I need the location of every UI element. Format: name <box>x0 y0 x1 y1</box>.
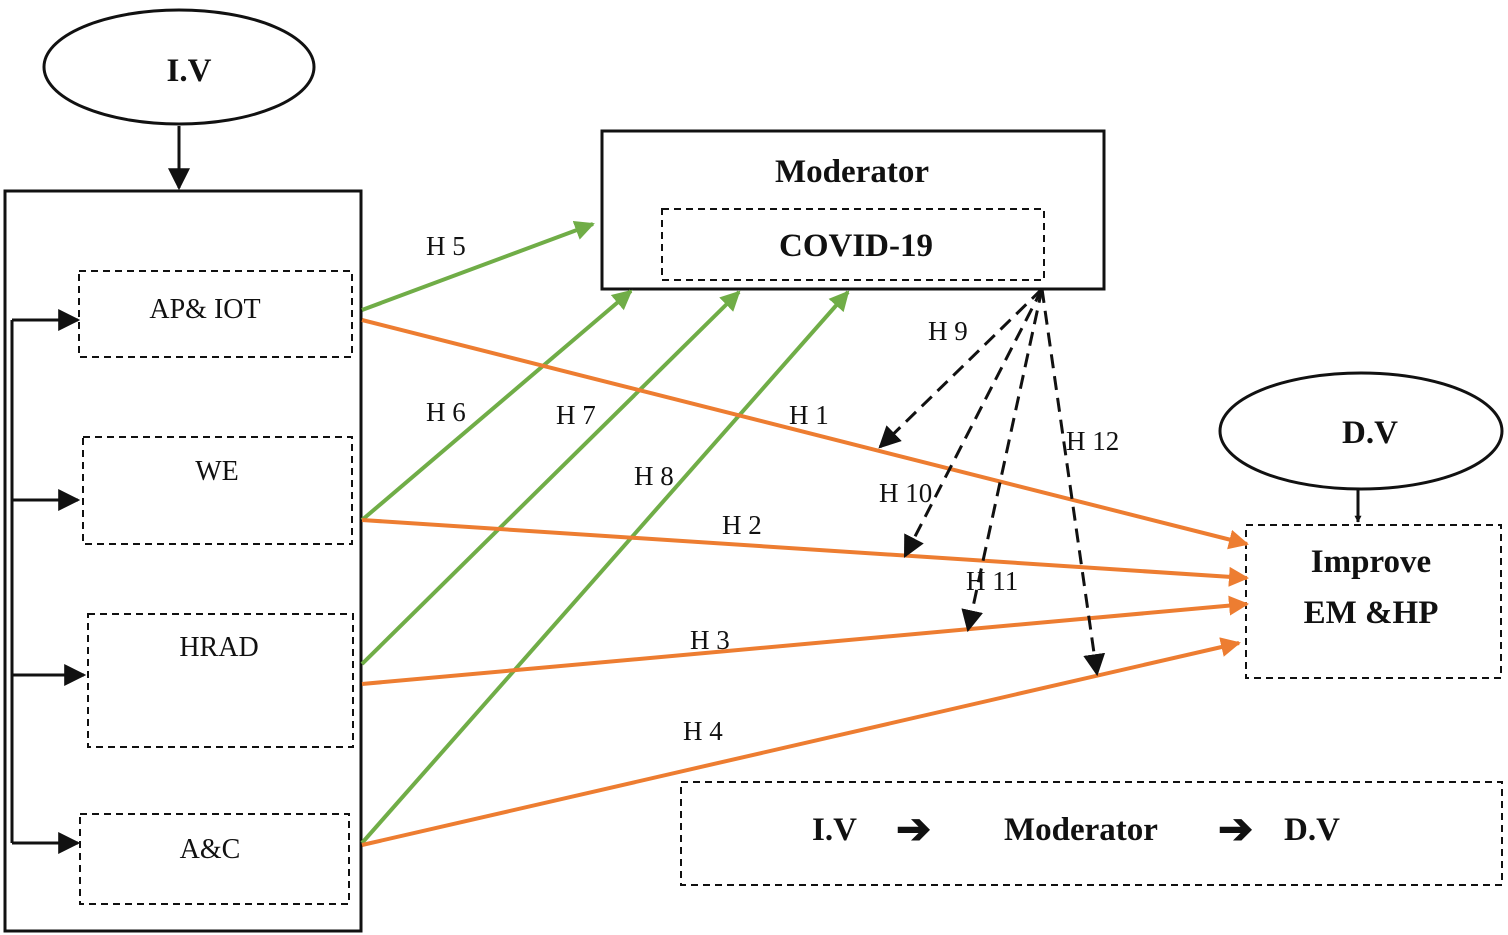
label-h5: H 5 <box>426 231 466 261</box>
label-h10: H 10 <box>879 478 932 508</box>
arrow-h7 <box>360 290 741 666</box>
legend-arrow-icon-2: ➔ <box>1218 807 1253 853</box>
direct-effect-arrows <box>361 318 1249 847</box>
legend-box <box>680 781 1503 886</box>
legend-iv: I.V <box>812 812 857 848</box>
factor-box-hrad <box>87 613 354 748</box>
factor-box-ac <box>79 813 350 905</box>
covid-box <box>661 208 1045 281</box>
factor-ac: A&C <box>79 813 350 905</box>
label-h3: H 3 <box>690 625 730 655</box>
arrow-h10 <box>903 288 1044 558</box>
factor-box-ap-iot <box>78 270 353 358</box>
factor-box-we <box>82 436 353 545</box>
label-h12: H 12 <box>1066 426 1119 456</box>
label-h2: H 2 <box>722 510 762 540</box>
covid-label: COVID-19 <box>779 228 933 264</box>
arrow-h5 <box>361 220 595 312</box>
outcome-line-2: EM &HP <box>1304 595 1439 631</box>
legend-dv: D.V <box>1284 812 1340 848</box>
moderator-title: Moderator <box>775 154 929 190</box>
legend-moderator: Moderator <box>1004 812 1158 848</box>
arrow-h9 <box>878 287 1044 449</box>
label-h8: H 8 <box>634 461 674 491</box>
factor-bracket <box>10 309 87 854</box>
arrow-h11 <box>961 288 1044 633</box>
dv-node: D.V <box>1218 371 1504 491</box>
moderator-effect-arrows <box>360 220 850 845</box>
legend: I.V ➔ Moderator ➔ D.V <box>680 781 1503 886</box>
label-h11: H 11 <box>966 566 1018 596</box>
arrow-h3 <box>361 595 1249 686</box>
factor-we: WE <box>82 436 353 545</box>
outcome-line-1: Improve <box>1311 544 1431 580</box>
dv-label: D.V <box>1342 415 1398 451</box>
moderation-arrows <box>878 287 1106 677</box>
outcome-node: Improve EM &HP <box>1245 524 1502 679</box>
arrow-h6 <box>360 289 633 522</box>
label-h4: H 4 <box>683 716 723 746</box>
legend-arrow-icon-1: ➔ <box>896 807 931 853</box>
label-h7: H 7 <box>556 400 596 430</box>
iv-label: I.V <box>167 53 212 89</box>
iv-ellipse <box>42 8 316 126</box>
arrow-h2 <box>361 518 1249 587</box>
factor-label-we: WE <box>195 456 239 487</box>
arrow-h4 <box>361 637 1241 847</box>
factor-ap-iot: AP& IOT <box>78 270 353 358</box>
factor-label-ap-iot: AP& IOT <box>149 294 260 325</box>
factor-hrad: HRAD <box>87 613 354 748</box>
moderator-node: Moderator COVID-19 <box>600 129 1106 291</box>
dv-ellipse <box>1218 371 1504 491</box>
iv-node: I.V <box>42 8 316 126</box>
label-h6: H 6 <box>426 397 466 427</box>
arrow-h8 <box>360 290 850 845</box>
arrow-h1 <box>361 318 1249 550</box>
label-h1: H 1 <box>789 400 829 430</box>
arrow-h12 <box>1040 288 1106 677</box>
hypothesis-labels: H 5 H 6 H 7 H 8 H 1 H 2 H 3 H 4 H 9 H 10… <box>426 231 1119 746</box>
factor-label-hrad: HRAD <box>179 632 258 663</box>
independent-variables-box <box>3 189 363 933</box>
moderator-box <box>600 129 1106 291</box>
label-h9: H 9 <box>928 316 968 346</box>
factor-label-ac: A&C <box>180 834 241 865</box>
